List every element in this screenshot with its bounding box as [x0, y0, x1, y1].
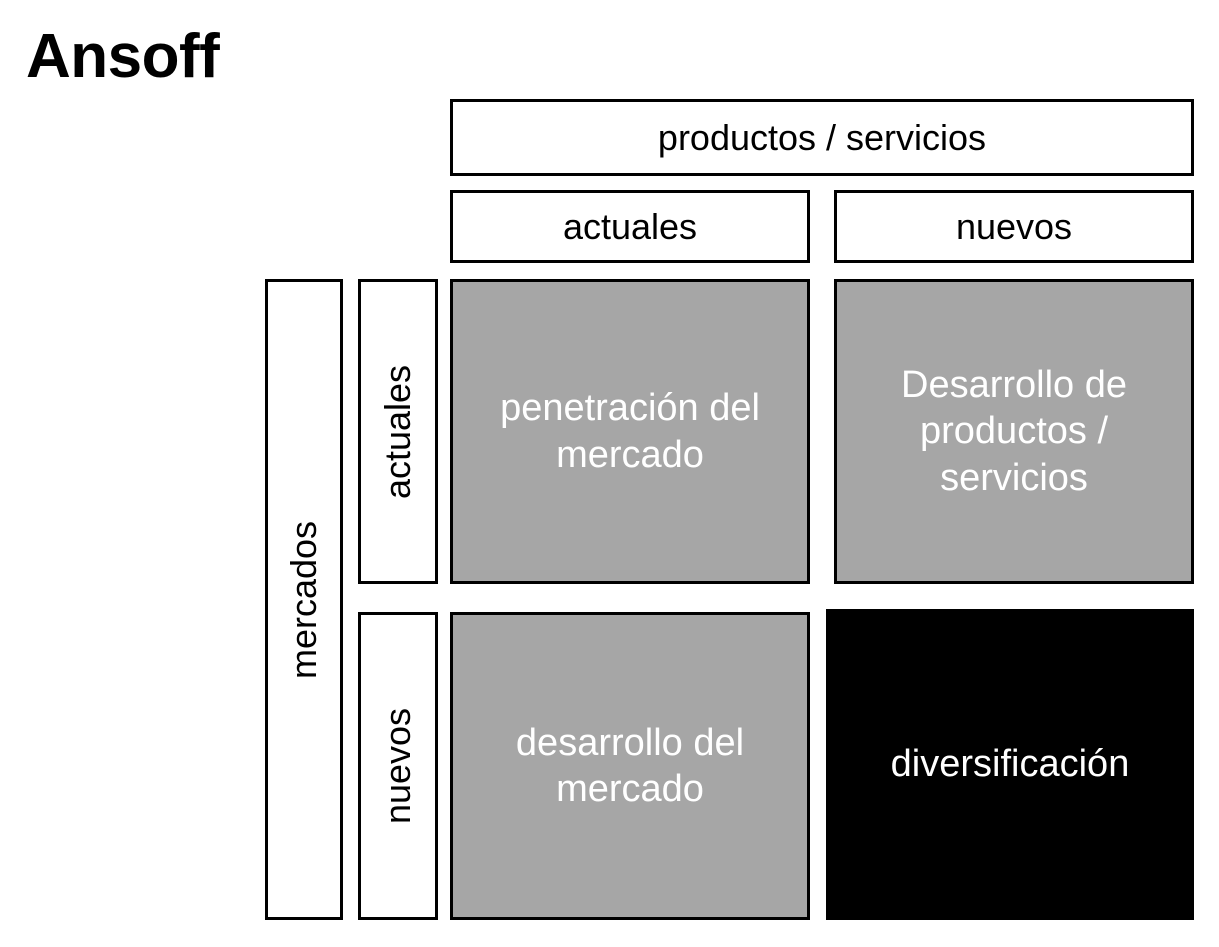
- page-title: Ansoff: [26, 22, 220, 91]
- row-header-nuevos[interactable]: nuevos: [358, 612, 438, 920]
- column-header-actuales[interactable]: actuales: [450, 190, 810, 263]
- matrix-cell-market-penetration-label: penetración del mercado: [500, 387, 760, 476]
- matrix-cell-diversification[interactable]: diversificación: [826, 609, 1194, 920]
- matrix-cell-product-development-label: Desarrollo de productos / servicios: [901, 363, 1127, 499]
- rows-axis-label-text: mercados: [283, 520, 324, 679]
- matrix-cell-market-development-label: desarrollo del mercado: [515, 721, 745, 810]
- row-header-actuales[interactable]: actuales: [358, 279, 438, 584]
- column-header-actuales-text: actuales: [562, 205, 698, 247]
- columns-axis-label-text: productos / servicios: [657, 116, 987, 158]
- rows-axis-label: mercados: [265, 279, 343, 920]
- matrix-cell-market-development[interactable]: desarrollo del mercado: [450, 612, 810, 920]
- matrix-cell-diversification-label: diversificación: [890, 743, 1130, 786]
- matrix-cell-product-development[interactable]: Desarrollo de productos / servicios: [834, 279, 1194, 584]
- column-header-nuevos-text: nuevos: [955, 205, 1073, 247]
- row-header-actuales-text: actuales: [377, 364, 418, 499]
- columns-axis-label: productos / servicios: [450, 99, 1194, 176]
- column-header-nuevos[interactable]: nuevos: [834, 190, 1194, 263]
- matrix-cell-market-penetration[interactable]: penetración del mercado: [450, 279, 810, 584]
- row-header-nuevos-text: nuevos: [377, 707, 418, 825]
